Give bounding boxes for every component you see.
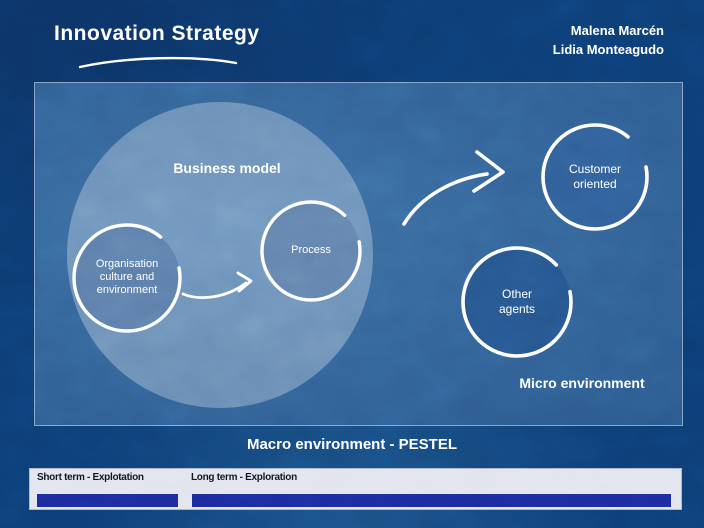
author-name: Malena Marcén: [570, 23, 664, 38]
timeline-strip: Short term - Explotation Long term - Exp…: [29, 468, 682, 510]
organisation-label: Organisation culture and environment: [67, 258, 187, 297]
slide-title: Innovation Strategy: [54, 22, 260, 45]
other-agents-label-line: Other: [501, 287, 532, 301]
organisation-label-line: environment: [96, 284, 158, 296]
long-term-label: Long term - Exploration: [191, 472, 297, 483]
micro-environment-label: Micro environment: [519, 375, 645, 391]
authors-block: Malena Marcén Lidia Monteagudo: [553, 21, 664, 59]
business-to-customer-arrow: [402, 150, 505, 226]
long-term-bar: [192, 494, 671, 507]
macro-environment-label: Macro environment - PESTEL: [246, 436, 458, 453]
other-agents-label-line: agents: [498, 302, 536, 316]
author-name: Lidia Monteagudo: [552, 42, 664, 57]
other-agents-label: Other agents: [457, 287, 577, 317]
organisation-label-line: Organisation: [95, 258, 159, 270]
title-underline-swoosh: [78, 56, 238, 69]
organisation-label-line: culture and: [99, 271, 155, 283]
customer-label-line: oriented: [573, 177, 617, 191]
diagram-panel[interactable]: Business model Organisation culture and …: [34, 82, 683, 426]
customer-oriented-label: Customer oriented: [535, 162, 655, 192]
business-model-label: Business model: [173, 160, 281, 176]
short-term-bar: [37, 494, 178, 507]
short-term-label: Short term - Explotation: [37, 472, 144, 483]
process-label: Process: [291, 244, 331, 256]
customer-label-line: Customer: [568, 162, 621, 176]
